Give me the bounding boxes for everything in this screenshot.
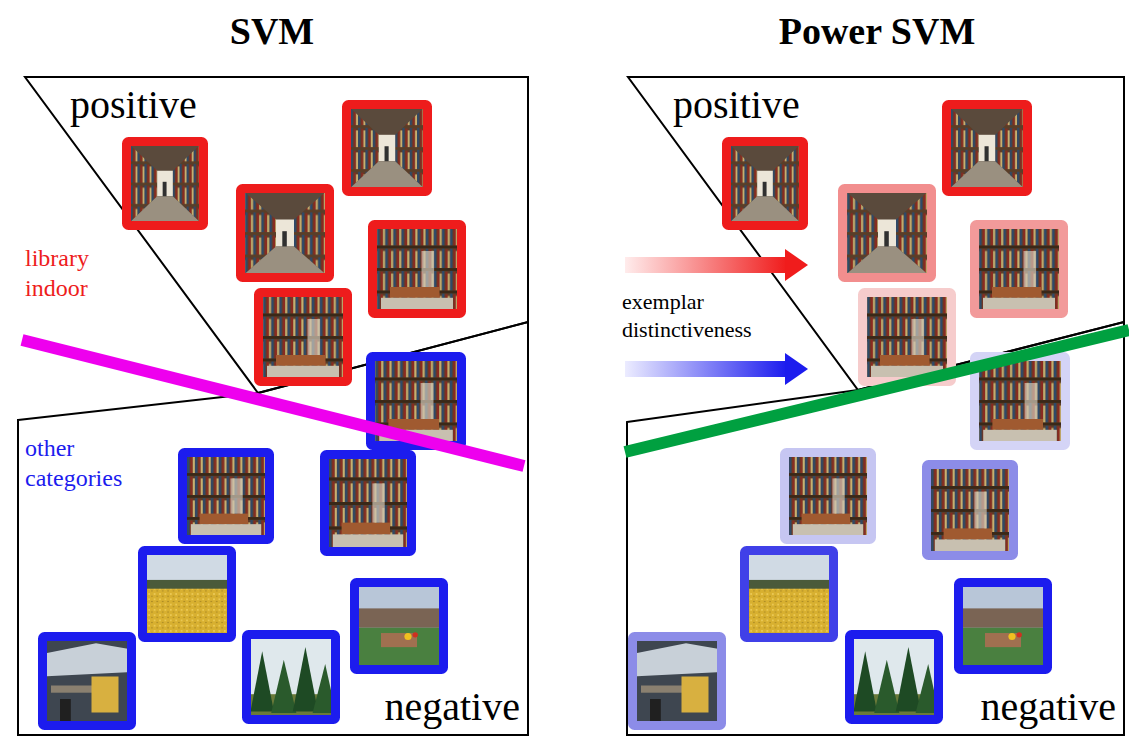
- label-holder: library indoor: [25, 243, 89, 303]
- panel-title: SVM: [230, 8, 314, 56]
- region-outline: [627, 322, 1124, 735]
- photo-frame: [259, 293, 348, 382]
- photo: [258, 292, 348, 382]
- photo-frame: [727, 142, 804, 226]
- photo-frame: [633, 637, 722, 726]
- region: positive: [628, 77, 1124, 390]
- photo: [372, 224, 462, 314]
- photo-frame: [850, 635, 939, 720]
- arrow-shaft: [625, 257, 787, 273]
- photo: [784, 452, 872, 540]
- arrow-head: [785, 249, 808, 281]
- region-label: negative: [385, 685, 521, 729]
- weighted-positive-photos: [726, 104, 1064, 382]
- annotation: library indoor: [25, 243, 89, 303]
- photo: [42, 636, 132, 726]
- photo-frame: [927, 465, 1014, 556]
- photo: [142, 550, 232, 638]
- photo-frame: [127, 142, 204, 226]
- positive-photos: [126, 104, 462, 382]
- region-label: positive: [70, 83, 197, 127]
- annotation: other categories: [25, 433, 122, 493]
- panel-title: Power SVM: [779, 8, 976, 56]
- annotation: exemplar distinctiveness: [622, 288, 752, 343]
- photo: [726, 141, 804, 226]
- photo-frame: [863, 293, 952, 382]
- region: positive: [25, 77, 528, 393]
- photo: [324, 454, 412, 552]
- photo-frame: [745, 551, 834, 638]
- photo-frame: [325, 455, 412, 552]
- label-holder: exemplar distinctiveness: [622, 288, 752, 343]
- photo: [849, 634, 939, 720]
- label-holder: SVM: [230, 8, 314, 56]
- region: negative: [627, 322, 1124, 735]
- photo-frame: [143, 551, 232, 638]
- power-svm-boundary: [625, 330, 1129, 452]
- photo: [974, 224, 1064, 314]
- region-label: positive: [673, 83, 800, 127]
- label-holder: other categories: [25, 433, 122, 493]
- photo: [946, 104, 1028, 192]
- region-border: [628, 77, 1124, 390]
- negative-photos: [42, 356, 462, 726]
- photo-frame: [355, 583, 444, 670]
- arrow-head: [785, 353, 808, 385]
- region-border: [25, 77, 528, 393]
- photo: [926, 464, 1014, 556]
- arrow-shaft: [625, 361, 787, 377]
- svm-boundary: [22, 340, 524, 466]
- label-holder: Power SVM: [779, 8, 976, 56]
- photo: [240, 188, 330, 278]
- region: negative: [18, 322, 528, 735]
- photo: [842, 188, 932, 278]
- photo-frame: [241, 189, 330, 278]
- photo: [246, 634, 336, 720]
- photo-frame: [843, 189, 932, 278]
- photo: [354, 582, 444, 670]
- region-outline: [18, 322, 528, 735]
- photo: [862, 292, 952, 382]
- photo-frame: [975, 225, 1064, 314]
- photo: [346, 104, 428, 192]
- photo-frame: [183, 453, 270, 540]
- photo-frame: [247, 635, 336, 720]
- region-label: negative: [981, 685, 1117, 729]
- region-border: [627, 322, 1124, 735]
- photo-frame: [347, 105, 428, 192]
- photo: [632, 636, 722, 726]
- photo: [744, 550, 834, 638]
- photo-frame: [43, 637, 132, 726]
- photo-frame: [373, 225, 462, 314]
- photo: [958, 582, 1048, 670]
- photo-frame: [959, 583, 1048, 670]
- region-border: [18, 322, 528, 735]
- photo: [182, 452, 270, 540]
- photo-frame: [785, 453, 872, 540]
- photo-frame: [947, 105, 1028, 192]
- photo: [126, 141, 204, 226]
